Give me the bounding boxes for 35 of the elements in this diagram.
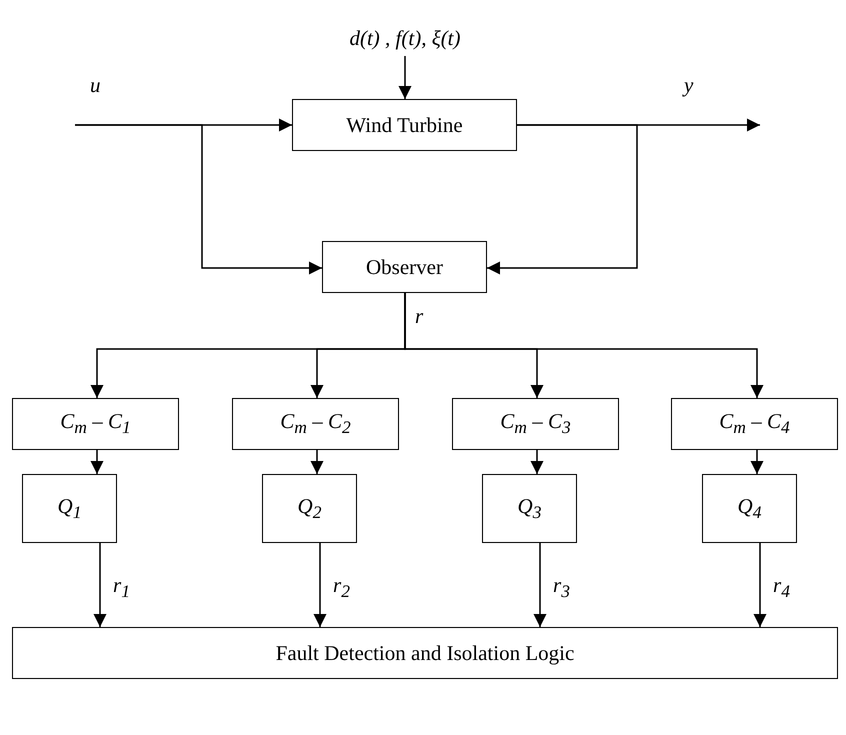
arrow [90, 450, 104, 474]
process-box [22, 474, 117, 543]
arrow [94, 543, 106, 627]
process-box [12, 398, 179, 450]
process-box [292, 99, 517, 151]
arrow [750, 450, 764, 474]
arrow [75, 124, 322, 274]
process-box [452, 398, 619, 450]
box-label: C$_{m}$ – C$_{1}$ [60, 409, 131, 439]
arrow [534, 543, 546, 627]
box-label: C$_{m}$ – C$_{4}$ [719, 409, 790, 439]
box-label: Q$_{1}$ [58, 494, 82, 524]
box-label: Wind Turbine [346, 112, 463, 138]
process-box [322, 241, 487, 293]
box-label: Q$_{4}$ [738, 494, 762, 524]
process-box [671, 398, 838, 450]
arrow [310, 450, 324, 474]
process-box [482, 474, 577, 543]
arrow [754, 543, 766, 627]
box-label: Q$_{3}$ [518, 494, 542, 524]
box-label: Observer [366, 254, 443, 280]
process-box [12, 627, 838, 679]
process-box [262, 474, 357, 543]
box-label: Fault Detection and Isolation Logic [276, 640, 574, 666]
process-box [702, 474, 797, 543]
box-label: C$_{m}$ – C$_{2}$ [280, 409, 351, 439]
arrow [404, 293, 764, 398]
arrow [487, 124, 638, 274]
box-label: Q$_{2}$ [298, 494, 322, 524]
arrow [530, 450, 544, 474]
arrow [314, 543, 326, 627]
arrow [398, 56, 412, 99]
process-box [232, 398, 399, 450]
box-label: C$_{m}$ – C$_{3}$ [500, 409, 571, 439]
input-signals-label: d(t) , f(t), ξ(t) [349, 26, 461, 50]
